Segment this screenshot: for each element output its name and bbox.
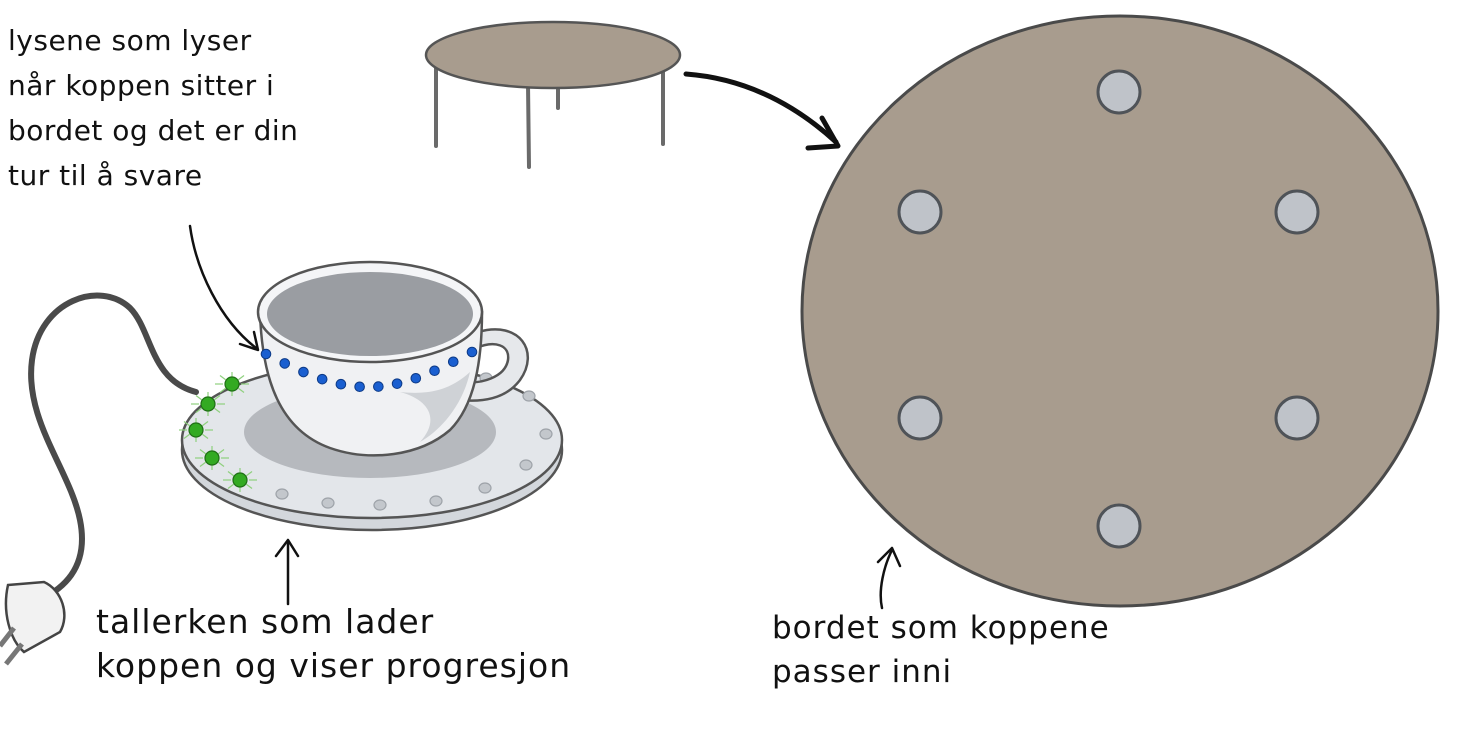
arrow-shaft — [879, 548, 894, 610]
label-line: bordet og det er din — [8, 114, 299, 147]
progress-light — [191, 392, 225, 416]
answer-light — [316, 373, 328, 385]
label-line: tallerken som lader — [96, 602, 435, 641]
cup-socket — [897, 189, 943, 235]
plug-icon — [0, 580, 66, 666]
cup-inside — [267, 272, 473, 356]
arrow-head — [876, 546, 902, 568]
charging-cable — [0, 292, 199, 666]
answer-light — [447, 356, 459, 368]
label-line: koppen og viser progresjon — [96, 646, 572, 685]
table-top-side-view — [424, 20, 682, 90]
cup-answer-lights — [260, 346, 478, 393]
progress-light — [179, 418, 213, 442]
cup-socket — [1096, 69, 1142, 115]
label-table: bordet som koppene passer inni — [772, 606, 1110, 694]
label-cup-lights: lysene som lyser når koppen sitter i bor… — [8, 18, 298, 198]
progress-light — [275, 488, 289, 500]
cup-socket — [1274, 189, 1320, 235]
arrow-to-cup-lights-head — [238, 330, 260, 352]
arrow-to-top-view — [683, 71, 841, 151]
cup-socket — [1274, 395, 1320, 441]
table-leg — [526, 82, 531, 169]
plug-pin — [4, 642, 24, 666]
answer-light — [391, 378, 403, 389]
answer-light — [410, 372, 422, 384]
small-table — [424, 20, 682, 169]
label-line: bordet som koppene — [772, 610, 1110, 646]
arrow-head — [805, 115, 841, 151]
smart-cup — [256, 260, 530, 457]
answer-light — [335, 378, 347, 390]
arrow-head — [274, 538, 300, 558]
progress-light — [321, 497, 335, 509]
progress-light — [539, 428, 553, 440]
progress-light — [195, 446, 229, 470]
answer-light — [354, 381, 365, 393]
plug-pin — [0, 626, 16, 648]
progress-light — [519, 459, 533, 471]
label-line: tur til å svare — [8, 159, 203, 192]
label-saucer: tallerken som lader koppen og viser prog… — [96, 600, 571, 688]
arrow-shaft — [683, 71, 839, 145]
cup-socket — [1096, 503, 1142, 549]
progress-light — [373, 499, 387, 511]
progress-light — [478, 482, 492, 494]
cable-icon — [28, 292, 199, 603]
answer-light — [260, 348, 272, 360]
label-line: når koppen sitter i — [8, 69, 275, 102]
plug-body — [4, 580, 66, 654]
label-line: passer inni — [772, 654, 953, 690]
cup-socket — [897, 395, 943, 441]
progress-light — [215, 372, 249, 396]
cup-shading — [400, 372, 470, 442]
answer-light — [279, 358, 291, 369]
progress-light — [429, 495, 443, 507]
answer-light — [466, 346, 478, 358]
table-top-circle — [800, 14, 1440, 608]
answer-light — [429, 365, 440, 377]
arrow-to-table-top — [876, 546, 902, 610]
answer-light — [373, 381, 384, 392]
table-top-view — [800, 14, 1440, 608]
answer-light — [298, 366, 309, 378]
progress-light — [522, 390, 536, 402]
label-line: lysene som lyser — [8, 24, 252, 57]
arrow-to-saucer — [274, 538, 300, 606]
arrow-to-cup-lights — [188, 224, 258, 350]
progress-light — [223, 468, 257, 492]
cup-sockets — [897, 69, 1320, 549]
